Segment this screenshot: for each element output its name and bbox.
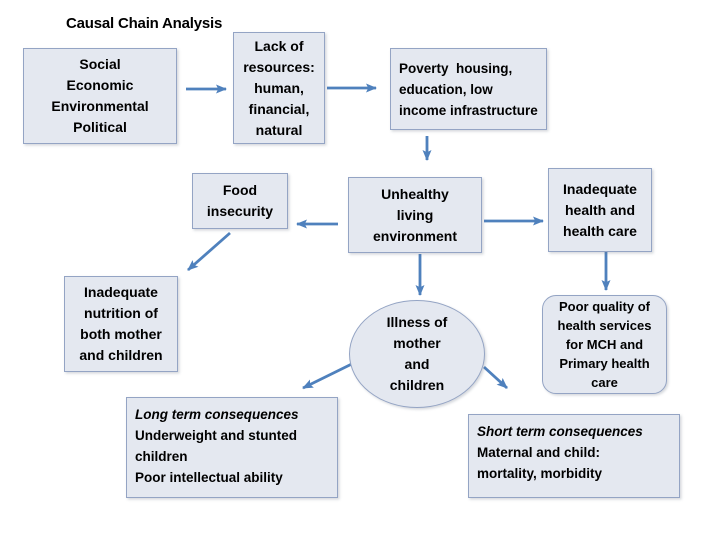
node-label: Social Economic Environmental Political [51, 56, 149, 135]
node-food-insecurity: Food insecurity [192, 173, 288, 229]
node-poverty-housing-education: Poverty housing, education, low income i… [390, 48, 547, 130]
node-label: Unhealthy living environment [372, 185, 457, 244]
node-heading: Short term consequences [477, 424, 643, 439]
node-label: Inadequate health and health care [563, 180, 637, 239]
node-body: Underweight and stunted children Poor in… [135, 428, 297, 485]
node-lack-of-resources: Lack of resources: human, financial, nat… [233, 32, 325, 144]
node-short-term-consequences: Short term consequences Maternal and chi… [468, 414, 680, 498]
node-label: Poor quality of health services for MCH … [557, 299, 652, 390]
node-label: Food insecurity [206, 182, 274, 219]
node-social-economic-environmental-political: Social Economic Environmental Political [23, 48, 177, 144]
node-label: Poverty housing, education, low income i… [399, 60, 538, 118]
node-long-term-consequences: Long term consequences Underweight and s… [126, 397, 338, 498]
node-inadequate-health-care: Inadequate health and health care [548, 168, 652, 252]
diagram-title: Causal Chain Analysis [66, 15, 223, 32]
node-label: Inadequate nutrition of both mother and … [79, 284, 163, 363]
node-unhealthy-living-environment: Unhealthy living environment [348, 177, 482, 253]
node-label: Lack of resources: human, financial, nat… [243, 37, 315, 138]
node-body: Maternal and child: mortality, morbidity [477, 445, 603, 481]
node-poor-quality-health-services: Poor quality of health services for MCH … [542, 295, 667, 394]
arrow-food-to-nutrition [187, 231, 231, 272]
node-heading: Long term consequences [135, 407, 299, 422]
arrow-illness-to-short-term [483, 365, 508, 390]
node-inadequate-nutrition: Inadequate nutrition of both mother and … [64, 276, 178, 372]
node-label: Illness of mother and children [386, 314, 448, 393]
node-illness-of-mother-and-children: Illness of mother and children [349, 300, 485, 408]
